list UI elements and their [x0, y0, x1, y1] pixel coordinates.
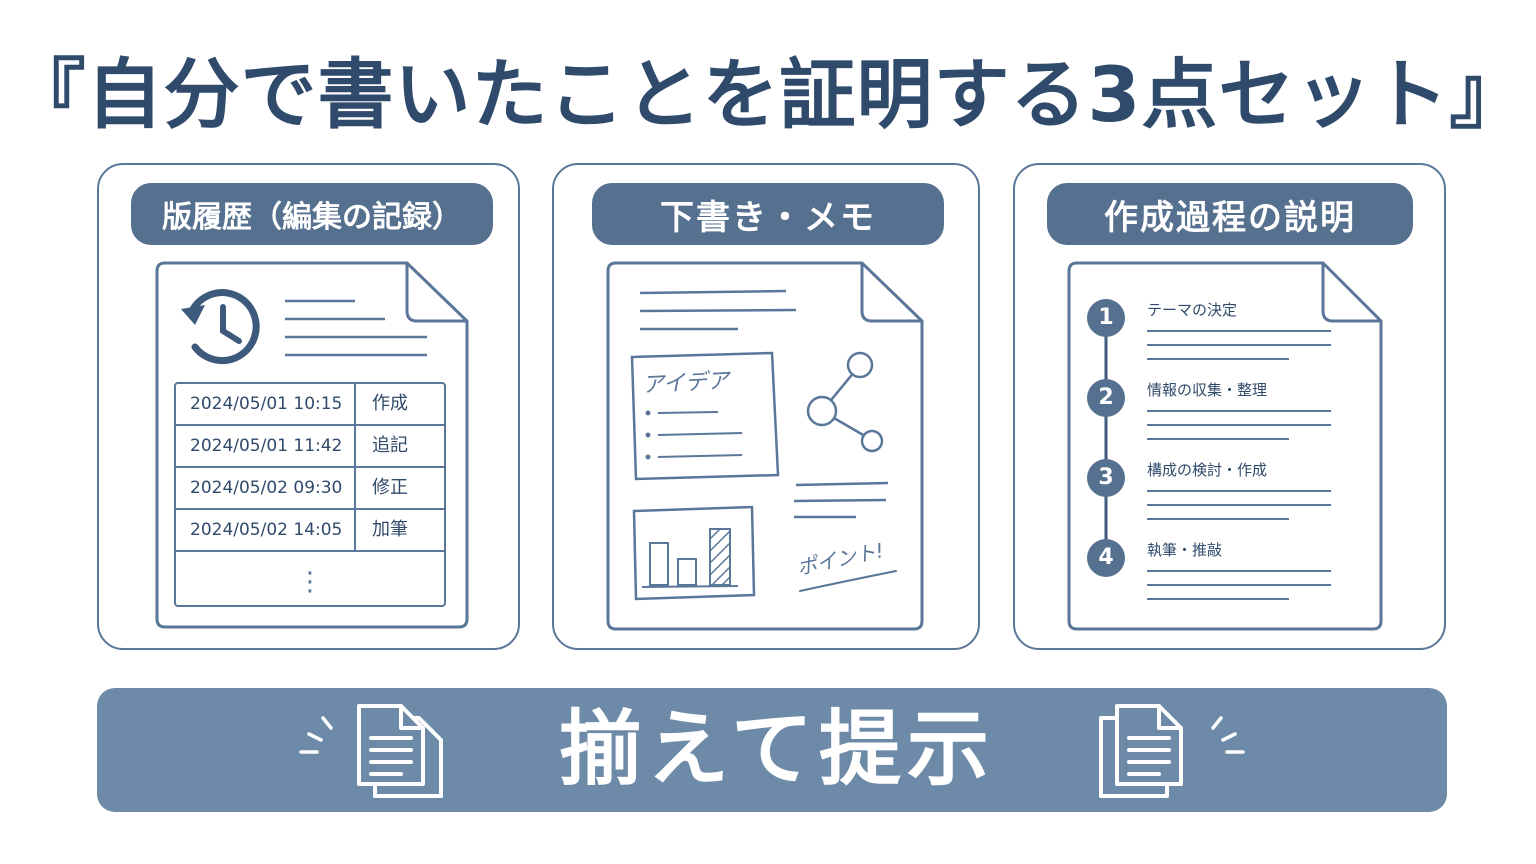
card-label-drafts-notes: 下書き・メモ	[592, 183, 944, 245]
history-clock-icon	[181, 289, 260, 365]
history-document: 2024/05/01 10:15 作成 2024/05/01 11:42 追記 …	[155, 261, 469, 629]
documents-icon	[357, 704, 443, 798]
history-action: 作成	[372, 393, 408, 414]
step-label: テーマの決定	[1147, 301, 1238, 319]
step-number: 3	[1087, 459, 1125, 497]
document-outline	[155, 261, 469, 629]
page-title: 『自分で書いたことを証明する3点セット』	[9, 50, 1527, 139]
table-row: 2024/05/02 14:05 加筆	[176, 510, 444, 552]
table-row: 2024/05/01 11:42 追記	[176, 426, 444, 468]
idea-note	[630, 351, 780, 481]
step-label: 情報の収集・整理	[1147, 381, 1268, 399]
history-action: 加筆	[372, 519, 408, 540]
sparkle-icon	[1211, 716, 1245, 754]
history-date: 2024/05/01 11:42	[176, 426, 356, 466]
draft-document: アイデア ポイント!	[606, 261, 924, 631]
step-number: 1	[1087, 299, 1125, 337]
present-together-banner: 揃えて提示	[97, 688, 1447, 812]
table-row: 2024/05/02 09:30 修正	[176, 468, 444, 510]
card-label-version-history: 版履歴（編集の記録）	[131, 183, 493, 245]
step-number: 2	[1087, 379, 1125, 417]
table-row: 2024/05/01 10:15 作成	[176, 384, 444, 426]
process-document: 1 テーマの決定 2 情報の収集・整理 3 構成の検討・作成 4 執筆・推敲	[1067, 261, 1383, 631]
banner-text: 揃えて提示	[559, 702, 995, 797]
process-document-outline	[1067, 261, 1383, 631]
share-nodes-icon	[806, 351, 884, 453]
history-date: 2024/05/01 10:15	[176, 384, 356, 424]
documents-icon	[1099, 704, 1183, 798]
history-table: 2024/05/01 10:15 作成 2024/05/01 11:42 追記 …	[174, 382, 446, 607]
history-date: 2024/05/02 09:30	[176, 468, 356, 508]
step-number: 4	[1087, 539, 1125, 577]
idea-note-label: アイデア	[641, 368, 730, 399]
history-date: 2024/05/02 14:05	[176, 510, 356, 550]
history-action: 追記	[372, 435, 408, 456]
bar-chart-icon	[632, 505, 756, 601]
step-label: 構成の検討・作成	[1147, 461, 1268, 479]
sparkle-icon	[299, 716, 333, 754]
card-process-explanation: 作成過程の説明 1 テーマの決定 2 情報の収集・整理 3 構成の検討・作成 4…	[1013, 163, 1446, 650]
card-version-history: 版履歴（編集の記録） 2024/05/01 10:15 作成 2024/05/0…	[97, 163, 520, 650]
card-drafts-notes: 下書き・メモ	[552, 163, 980, 650]
draft-sketch	[606, 261, 924, 631]
step-label: 執筆・推敲	[1147, 541, 1223, 559]
history-action: 修正	[372, 477, 408, 498]
card-label-process-explanation: 作成過程の説明	[1047, 183, 1413, 245]
more-rows-indicator: ⋮	[297, 567, 323, 597]
